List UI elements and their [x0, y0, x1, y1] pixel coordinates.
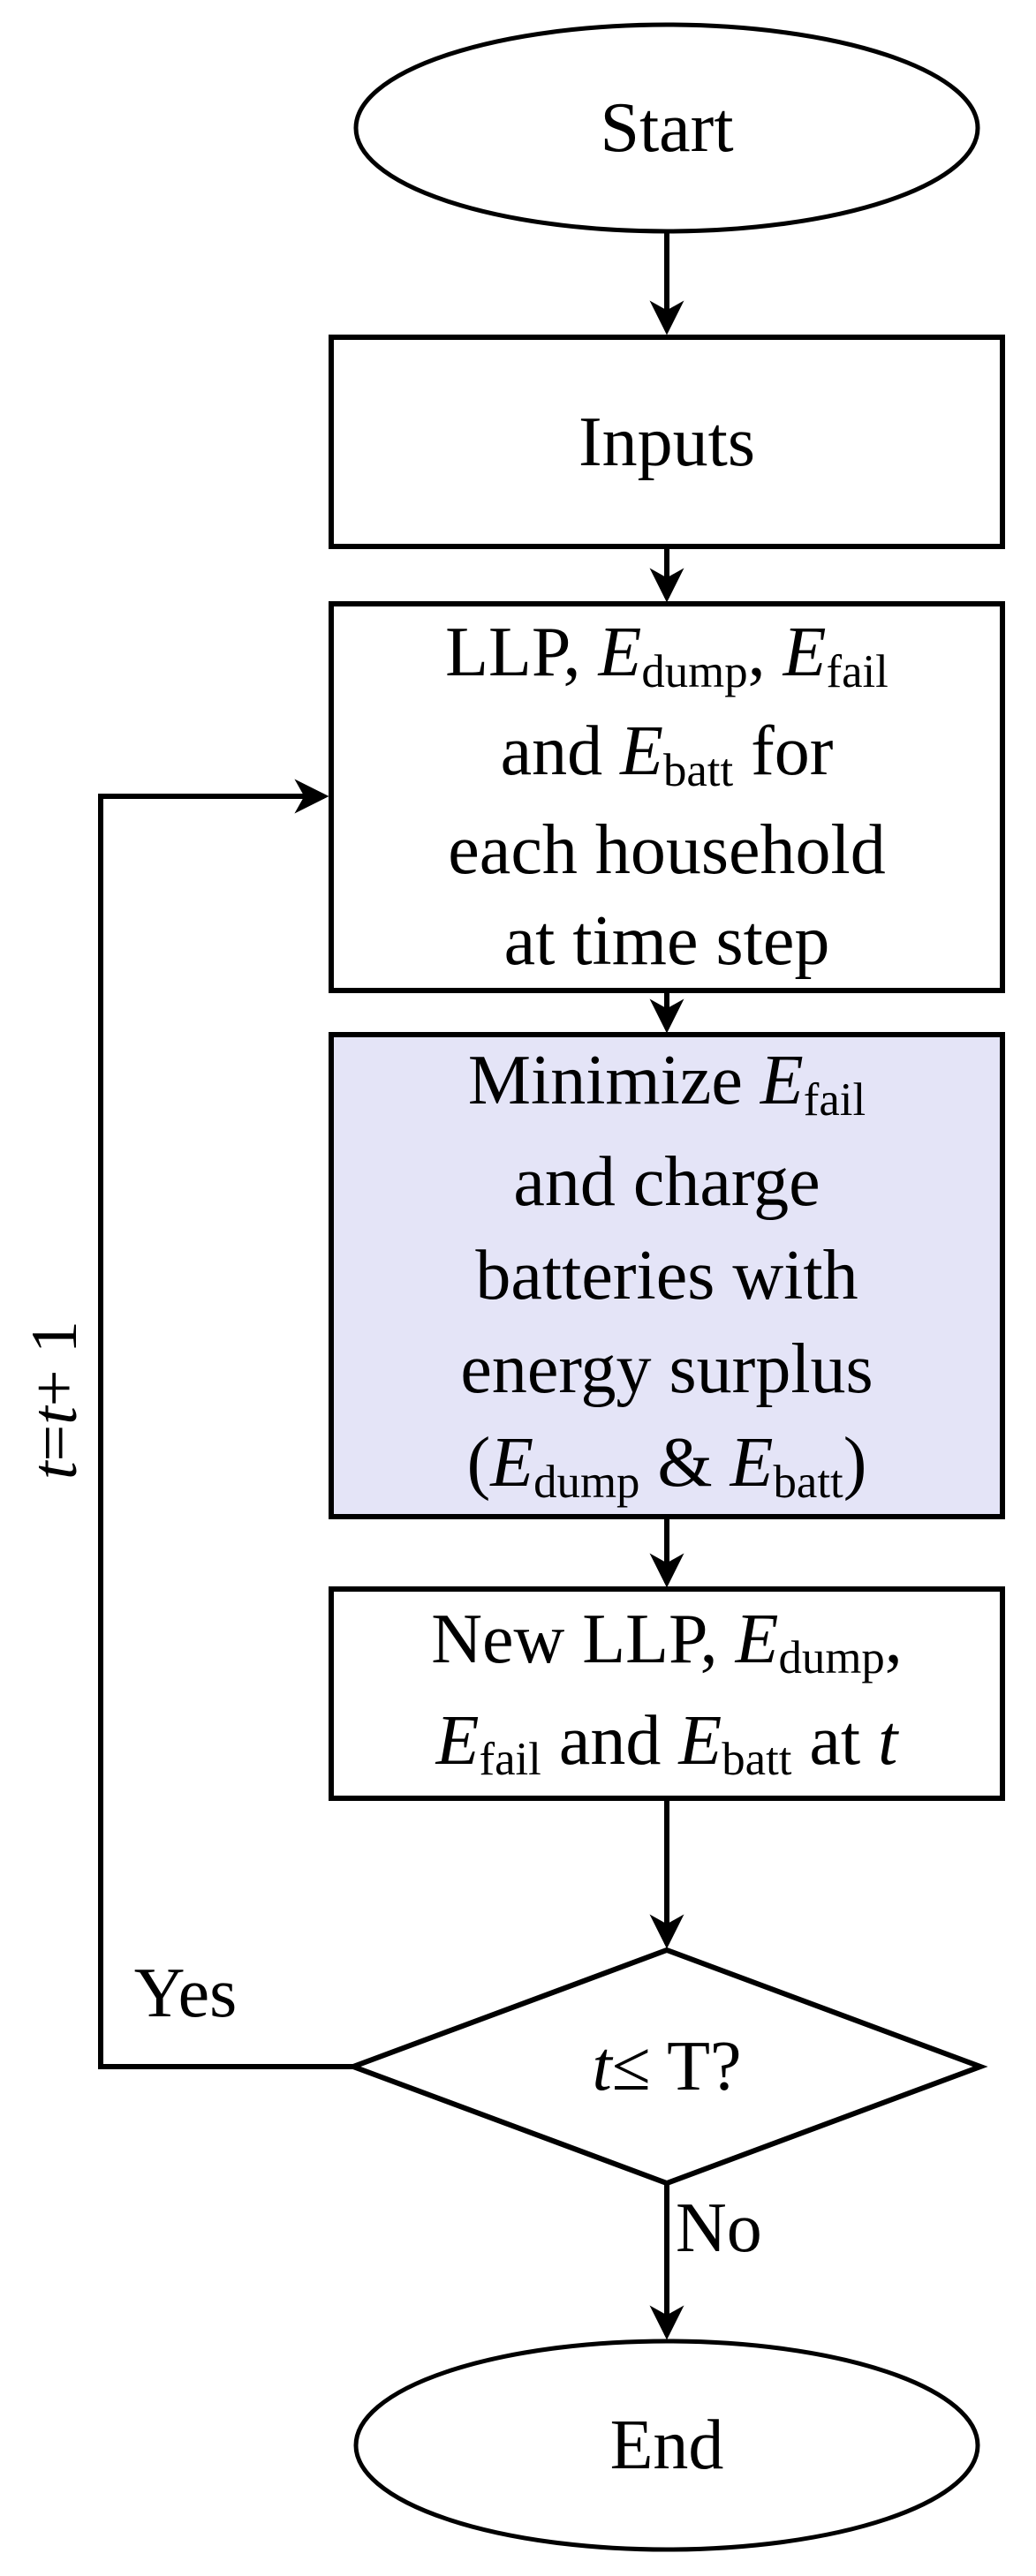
decision-node-label: t ≤ T?: [592, 2028, 742, 2105]
no-edge-label: No: [676, 2189, 762, 2267]
compute-node-text: LLP, Edump, Efail and Ebatt for each hou…: [340, 604, 994, 990]
start-ellipse: [353, 22, 980, 234]
compute-rect: [329, 601, 1005, 993]
update-line-2: Efail and Ebatt at t: [435, 1701, 898, 1786]
compute-line-1: LLP, Edump, Efail: [445, 614, 889, 697]
minimize-line-4: energy surplus: [460, 1330, 873, 1408]
update-node-text: New LLP, Edump, Efail and Ebatt at t: [340, 1589, 994, 1798]
end-ellipse: [353, 2339, 980, 2552]
inputs-node-label: Inputs: [578, 403, 755, 481]
minimize-node-text: Minimize Efail and charge batteries with…: [340, 1035, 994, 1517]
loop-increment-label: t = t + 1: [18, 1320, 91, 1480]
minimize-line-2: and charge: [513, 1143, 820, 1221]
minimize-line-5: (Edump & Ebatt): [466, 1424, 867, 1508]
minimize-line-3: batteries with: [475, 1237, 858, 1314]
compute-line-2: and Ebatt for: [500, 712, 834, 796]
compute-line-4: at time step: [503, 902, 830, 980]
minimize-rect: [329, 1032, 1005, 1519]
start-node-label: Start: [600, 89, 734, 167]
decision-diamond: [345, 1947, 988, 2187]
update-rect: [329, 1586, 1005, 1801]
inputs-rect: [329, 335, 1005, 549]
end-node-label: End: [609, 2407, 724, 2484]
loop-connector-yes: [98, 779, 353, 2069]
update-line-1: New LLP, Edump,: [431, 1600, 903, 1684]
minimize-line-1: Minimize Efail: [467, 1042, 866, 1126]
yes-edge-label: Yes: [133, 1955, 238, 2032]
compute-line-3: each household: [448, 811, 886, 889]
